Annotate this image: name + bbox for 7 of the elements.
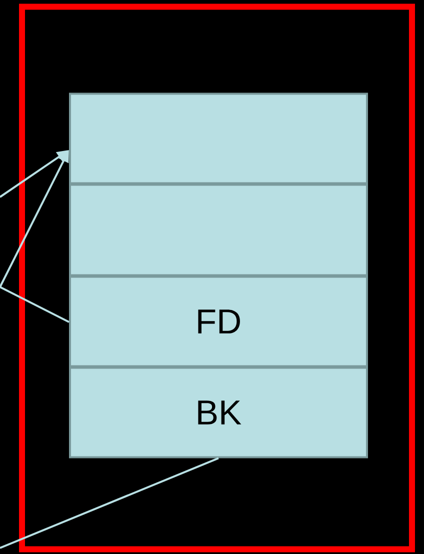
stack-cell: FD (69, 276, 368, 368)
frame-rectangle (19, 4, 415, 552)
stack-cell: BK (69, 366, 368, 458)
connector-line (0, 286, 70, 323)
connector-line (0, 457, 219, 549)
stack-cell (69, 92, 368, 184)
stack-cell (69, 184, 368, 276)
